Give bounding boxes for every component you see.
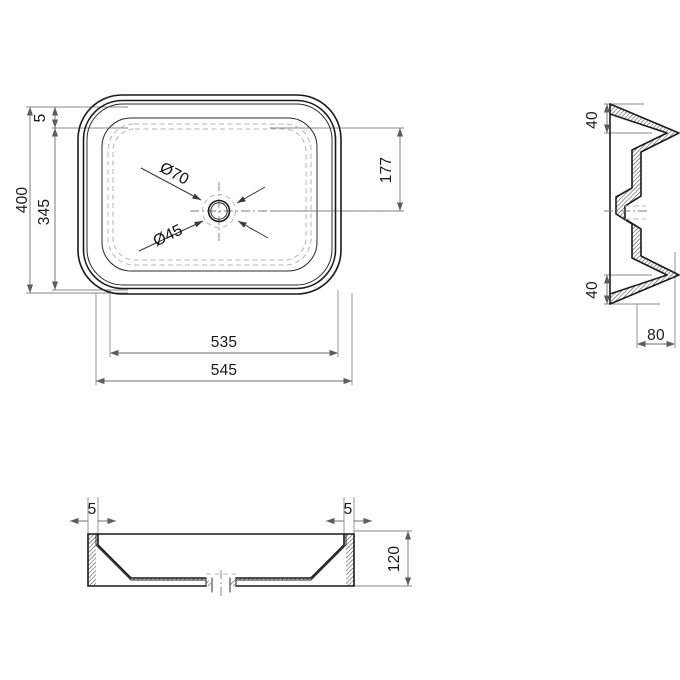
callout-d70: Ø70 xyxy=(140,159,266,204)
dimension-40-top: 40 xyxy=(584,103,611,133)
drain-bore-circle-d45 xyxy=(207,199,231,223)
dimension-5-right-label: 5 xyxy=(344,501,353,518)
dimension-80-label: 80 xyxy=(647,327,665,344)
basin-rim-inner-edge-2 xyxy=(86,103,333,286)
callout-d45: Ø45 xyxy=(138,220,269,252)
dimension-40-top-label: 40 xyxy=(584,111,601,129)
basin-outer-outline xyxy=(77,94,342,295)
callout-d45-label: Ø45 xyxy=(151,222,186,251)
dimension-400: 400 xyxy=(14,106,34,293)
dimension-545-label: 545 xyxy=(211,362,237,379)
front-outer-profile-right xyxy=(235,533,355,587)
dimension-80: 80 xyxy=(636,327,675,348)
front-section-view: 5 5 120 xyxy=(69,497,412,596)
side-wall-hatch xyxy=(610,104,679,304)
dimension-177: 177 xyxy=(378,127,404,211)
basin-bowl-bottom-hidden-2 xyxy=(112,128,307,261)
callout-d70-label: Ø70 xyxy=(157,159,192,188)
drain-bore-circle-inner xyxy=(210,202,228,220)
dimension-120-label: 120 xyxy=(386,546,403,573)
side-profile-outer xyxy=(609,103,680,305)
dimension-5-left: 5 xyxy=(69,501,116,525)
basin-bowl-bottom-hidden xyxy=(107,123,312,266)
dimension-40-bottom: 40 xyxy=(584,274,611,304)
front-view-extension-lines xyxy=(87,497,412,587)
dimension-345-label: 345 xyxy=(36,199,53,225)
dimension-345: 345 xyxy=(36,127,59,290)
dimension-5-left-label: 5 xyxy=(88,501,97,518)
drain-center-lines xyxy=(190,182,404,241)
side-section-view: 40 40 80 xyxy=(584,103,680,348)
side-view-extension-lines xyxy=(604,103,676,348)
drain-outer-circle-d70 xyxy=(202,194,236,228)
dimension-5-top: 5 xyxy=(32,106,59,128)
front-inner-profile-left xyxy=(95,533,207,587)
front-inner-profile-right xyxy=(235,533,347,587)
basin-bowl-opening xyxy=(101,117,318,272)
dimension-400-label: 400 xyxy=(14,187,31,214)
front-drain-throat xyxy=(206,570,236,596)
dimension-5-right: 5 xyxy=(325,501,372,525)
dimension-177-label: 177 xyxy=(378,157,395,183)
dimension-5-top-label: 5 xyxy=(32,114,49,123)
dimension-545: 545 xyxy=(95,362,352,385)
front-outer-profile xyxy=(87,533,207,587)
top-view: 400 5 345 177 xyxy=(14,94,404,385)
dimension-535: 535 xyxy=(109,334,338,357)
dimension-120: 120 xyxy=(386,530,412,586)
side-profile-inner xyxy=(609,113,668,295)
basin-rim-inner-edge xyxy=(82,99,337,290)
dimension-535-label: 535 xyxy=(211,334,237,351)
dimension-40-bottom-label: 40 xyxy=(584,281,601,299)
